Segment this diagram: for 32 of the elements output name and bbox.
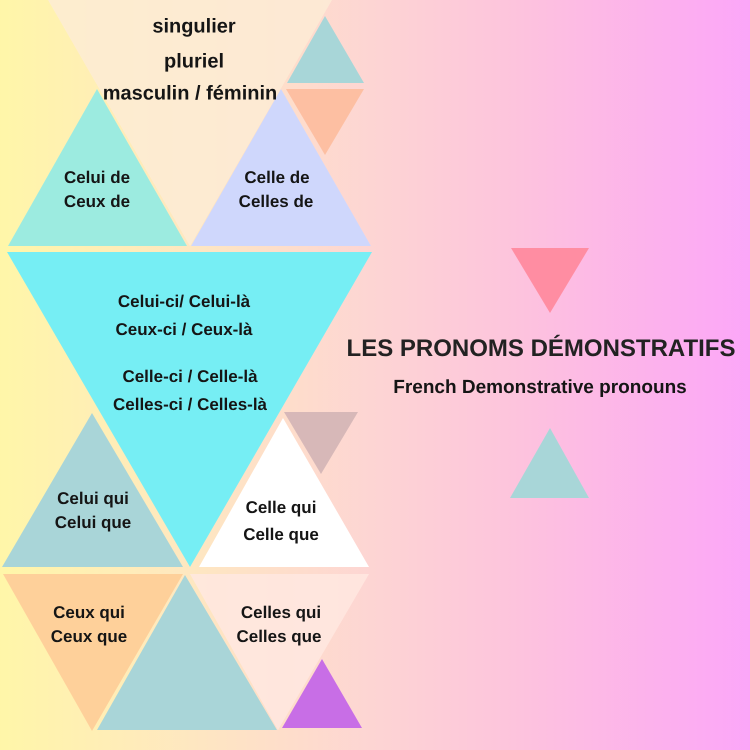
triangle-shape	[284, 412, 358, 474]
pronoun-text: Celles-ci / Celles-là	[112, 395, 268, 415]
pronoun-text: Celle de	[244, 168, 310, 188]
pronoun-text: Ceux-ci / Ceux-là	[116, 320, 252, 340]
category-text: masculin / féminin	[102, 82, 278, 106]
triangle-panel	[2, 413, 183, 567]
pronoun-text: Celui que	[54, 513, 132, 533]
triangle-shape	[511, 248, 589, 313]
pronoun-text: Celles que	[236, 627, 322, 647]
subtitle-text: French Demonstrative pronouns	[393, 377, 687, 399]
pronoun-text: Ceux de	[64, 192, 130, 212]
pronoun-text: Celle-ci / Celle-là	[122, 367, 258, 387]
category-text: pluriel	[164, 50, 224, 74]
pronoun-text: Celles qui	[240, 603, 322, 623]
triangle-shape	[286, 89, 364, 155]
triangle-shape	[510, 428, 589, 498]
pronoun-text: Celui de	[64, 168, 130, 188]
pronoun-text: Celle qui	[246, 498, 316, 518]
pronoun-text: Celui-ci/ Celui-là	[118, 292, 250, 312]
pronoun-text: Celui qui	[57, 489, 129, 509]
triangle-panel	[3, 574, 183, 731]
triangle-shape	[282, 659, 362, 728]
pronoun-text: Ceux qui	[53, 603, 125, 623]
pronoun-text: Celles de	[238, 192, 314, 212]
pronoun-text: Celle que	[243, 525, 319, 545]
triangle-shape	[287, 16, 364, 83]
pronoun-text: Ceux que	[50, 627, 128, 647]
triangle-panel	[190, 574, 369, 730]
category-text: singulier	[152, 16, 236, 38]
triangle-panel	[199, 418, 369, 567]
triangle-panel	[48, 0, 332, 246]
title-text: LES PRONOMS DÉMONSTRATIFS	[346, 335, 736, 363]
